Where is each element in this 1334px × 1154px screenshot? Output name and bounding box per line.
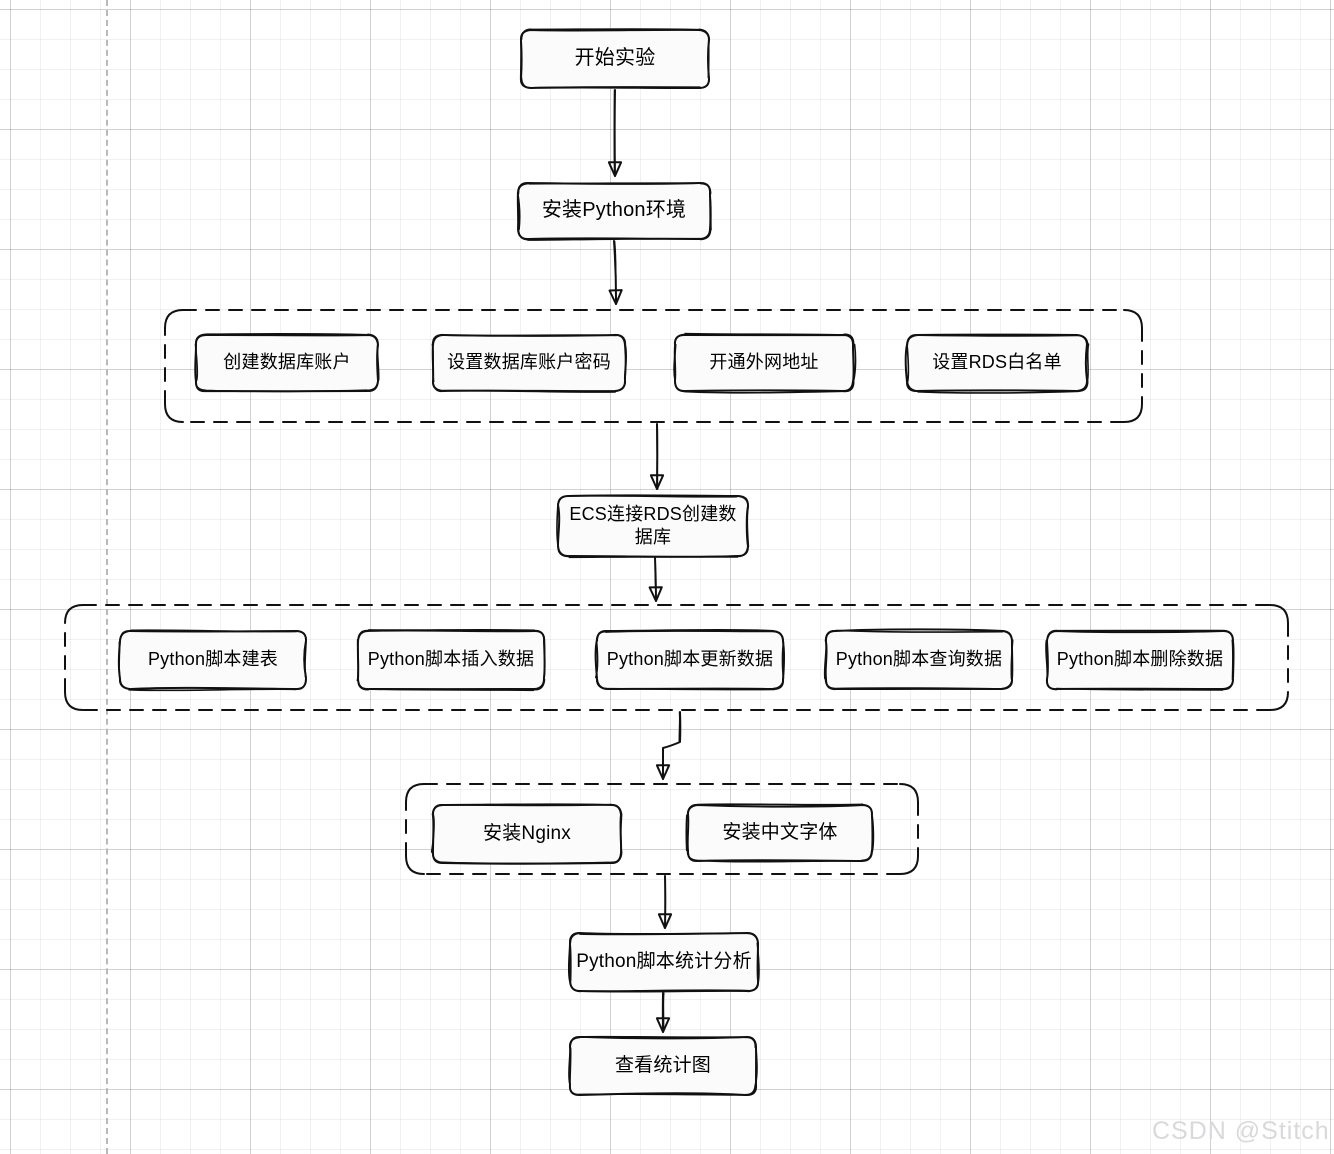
node-py-query-data[interactable]: Python脚本查询数据 <box>826 631 1012 689</box>
node-py-delete-data-label: Python脚本删除数据 <box>1056 649 1224 670</box>
node-set-db-password-label: 设置数据库账户密码 <box>447 352 611 373</box>
node-py-create-table[interactable]: Python脚本建表 <box>120 631 306 689</box>
node-start-label: 开始实验 <box>574 47 656 70</box>
node-py-query-data-label: Python脚本查询数据 <box>835 649 1003 670</box>
node-py-stat-analysis-label: Python脚本统计分析 <box>576 950 752 972</box>
node-py-update-data-label: Python脚本更新数据 <box>606 649 774 670</box>
csdn-watermark: CSDN @Stitch <box>1152 1117 1330 1145</box>
node-py-update-data[interactable]: Python脚本更新数据 <box>597 631 783 689</box>
node-py-stat-analysis[interactable]: Python脚本统计分析 <box>570 933 758 991</box>
node-set-db-password[interactable]: 设置数据库账户密码 <box>433 335 625 391</box>
node-ecs-connect-rds-label: ECS连接RDS创建数 据库 <box>569 503 737 547</box>
node-install-nginx-label: 安装Nginx <box>483 822 571 844</box>
node-view-chart-label: 查看统计图 <box>614 1054 711 1076</box>
node-py-insert-data[interactable]: Python脚本插入数据 <box>358 631 544 689</box>
node-start[interactable]: 开始实验 <box>521 30 709 88</box>
node-create-db-account[interactable]: 创建数据库账户 <box>196 335 378 391</box>
node-open-public-address-label: 开通外网地址 <box>709 352 819 373</box>
node-install-python[interactable]: 安装Python环境 <box>518 183 710 239</box>
node-set-rds-whitelist[interactable]: 设置RDS白名单 <box>907 335 1087 391</box>
node-py-delete-data[interactable]: Python脚本删除数据 <box>1047 631 1233 689</box>
vertical-dashed-guide <box>106 0 108 1154</box>
node-install-chinese-font[interactable]: 安装中文字体 <box>688 805 872 861</box>
node-view-chart[interactable]: 查看统计图 <box>570 1037 756 1095</box>
node-install-python-label: 安装Python环境 <box>541 199 687 222</box>
node-create-db-account-label: 创建数据库账户 <box>223 352 351 373</box>
node-ecs-connect-rds[interactable]: ECS连接RDS创建数 据库 <box>558 496 748 556</box>
node-py-create-table-label: Python脚本建表 <box>147 649 279 670</box>
node-install-nginx[interactable]: 安装Nginx <box>433 805 621 863</box>
node-install-chinese-font-label: 安装中文字体 <box>722 821 838 843</box>
node-py-insert-data-label: Python脚本插入数据 <box>367 649 535 670</box>
node-open-public-address[interactable]: 开通外网地址 <box>675 335 853 391</box>
node-set-rds-whitelist-label: 设置RDS白名单 <box>932 352 1062 373</box>
